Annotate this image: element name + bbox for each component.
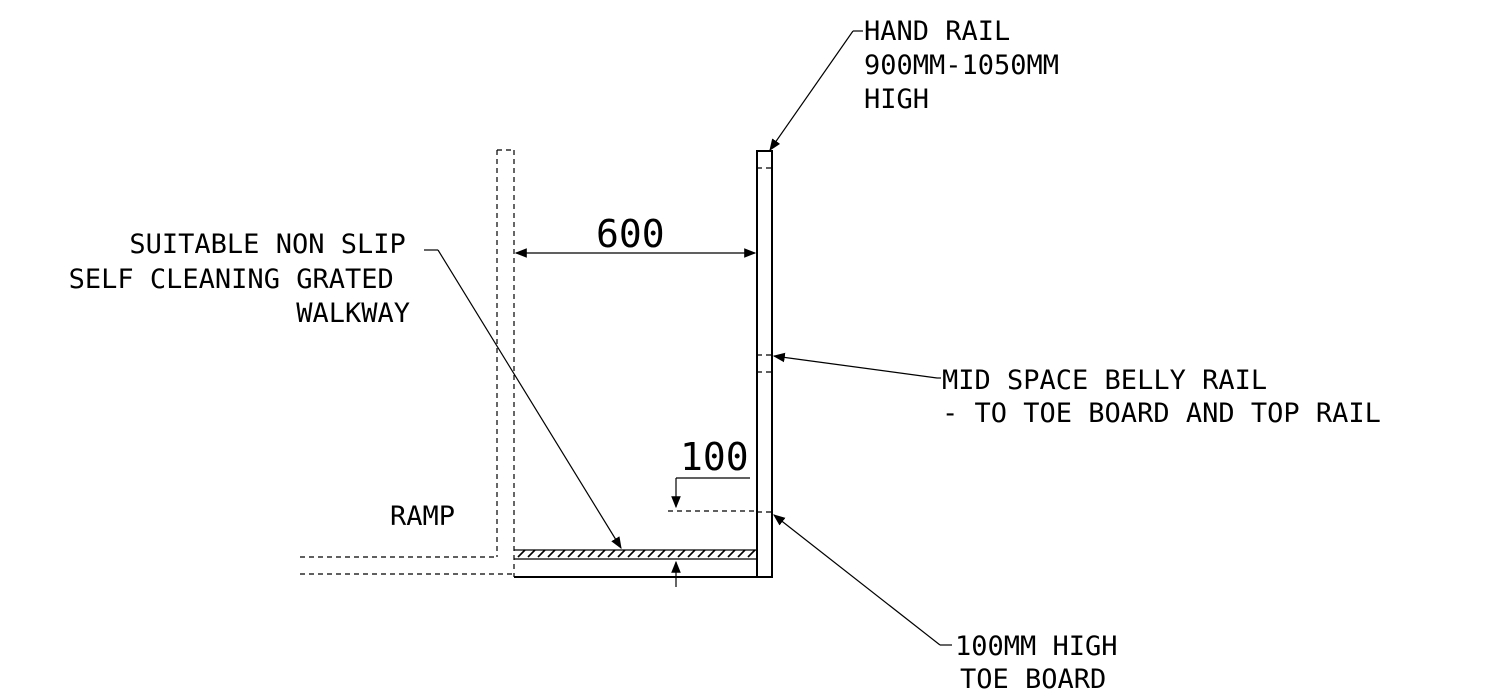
hand-rail-post [756, 150, 773, 578]
hatch-mark [567, 549, 576, 558]
hatch-mark [607, 549, 616, 558]
toe-board-label: 100MM HIGH TOE BOARD [955, 631, 1134, 694]
hatch-mark [697, 549, 706, 558]
hatch-mark [597, 549, 606, 558]
belly-rail-label: MID SPACE BELLY RAIL - TO TOE BOARD AND … [942, 365, 1381, 429]
hatch-mark [617, 549, 626, 558]
hatch-mark [547, 549, 556, 558]
grated-walkway-hatch [514, 549, 757, 558]
hatch-mark [587, 549, 596, 558]
hatch-mark [677, 549, 686, 558]
hatch-mark [657, 549, 666, 558]
walkway-leader [424, 249, 622, 550]
hatch-mark [527, 549, 536, 558]
width-dimension: 600 [514, 212, 757, 258]
hatch-mark [647, 549, 656, 558]
hatch-mark [717, 549, 726, 558]
ramp-floor [300, 556, 514, 575]
hatch-mark [707, 549, 716, 558]
hand-rail-leader [769, 30, 863, 151]
hatch-mark [517, 549, 526, 558]
hatch-mark [637, 549, 646, 558]
hatch-mark [737, 549, 746, 558]
walkway-label: SUITABLE NON SLIP SELF CLEANING GRATED W… [69, 229, 422, 329]
belly-rail-leader [772, 352, 941, 379]
toe-height-dimension-value: 100 [680, 435, 749, 479]
hatch-mark [687, 549, 696, 558]
hand-rail-label: HAND RAIL 900MM-1050MM HIGH [864, 16, 1075, 115]
hatch-mark [727, 549, 736, 558]
toe-board-leader [773, 514, 952, 646]
hatch-mark [557, 549, 566, 558]
hatch-mark [537, 549, 546, 558]
ramp-label: RAMP [390, 501, 455, 532]
hatch-mark [747, 549, 756, 558]
hatch-mark [577, 549, 586, 558]
hatch-mark [667, 549, 676, 558]
toe-height-dimension: 100 [671, 435, 750, 587]
walkway-base [514, 558, 772, 578]
hatch-mark [627, 549, 636, 558]
left-wall [496, 149, 515, 577]
width-dimension-value: 600 [596, 212, 665, 256]
